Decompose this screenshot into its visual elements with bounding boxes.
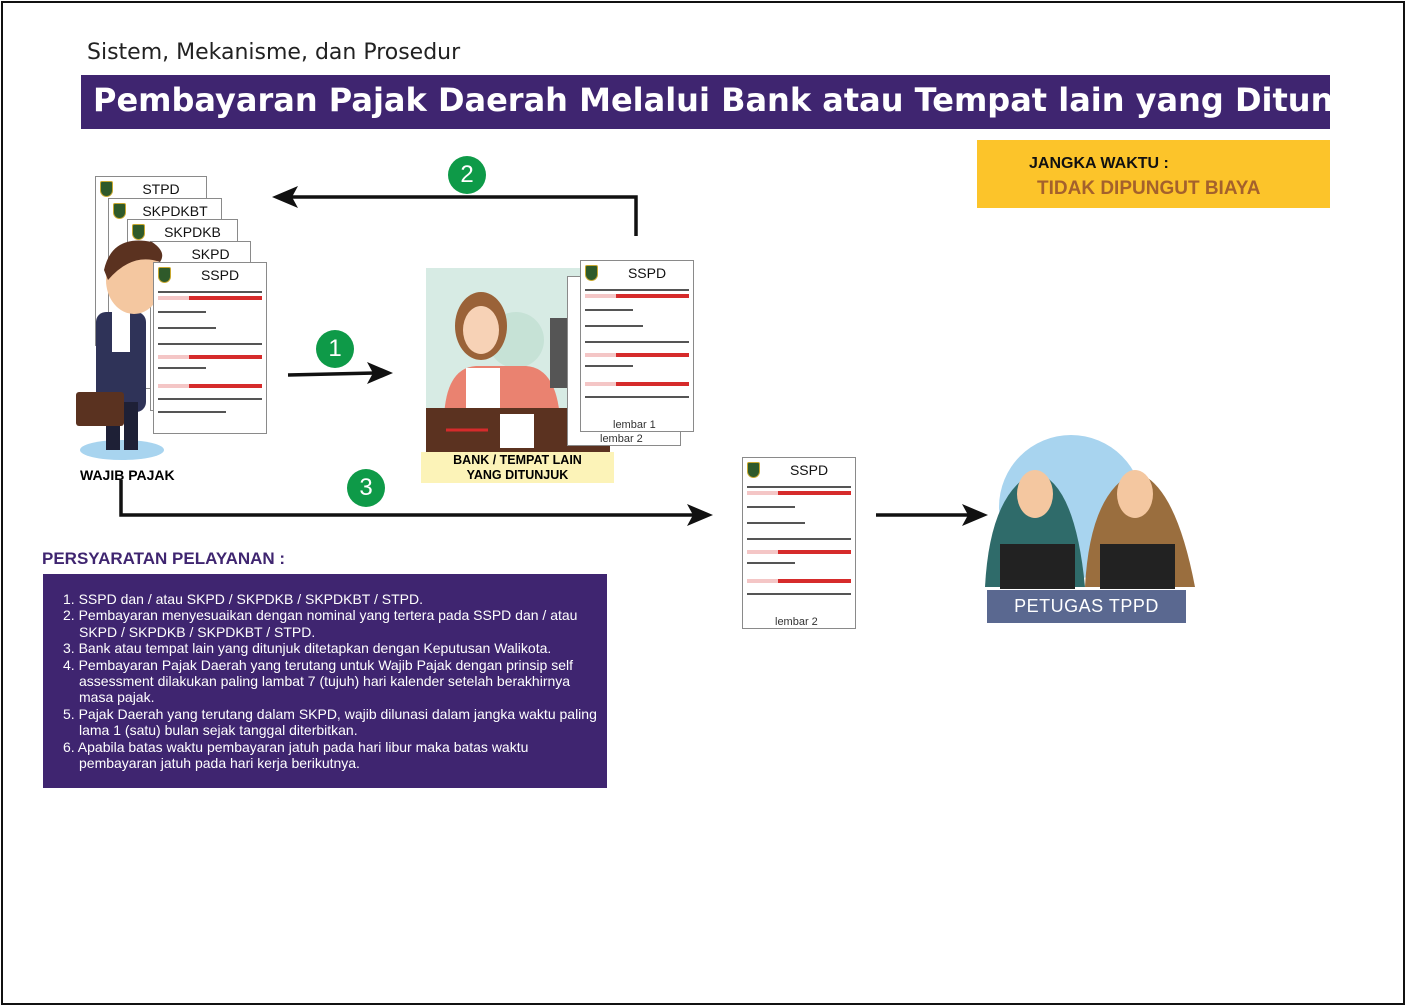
doc-title: SSPD bbox=[789, 462, 829, 478]
wajib-pajak-person-illustration bbox=[76, 240, 164, 460]
jangka-waktu-box: JANGKA WAKTU : TIDAK DIPUNGUT BIAYA bbox=[977, 140, 1330, 208]
doc-title: SSPD bbox=[627, 265, 667, 281]
lembar-2-label: lembar 2 bbox=[775, 616, 818, 628]
seal-icon bbox=[158, 267, 171, 283]
doc-title: SKPDKB bbox=[164, 224, 221, 240]
arrowhead-step-3 bbox=[687, 504, 713, 526]
seal-icon bbox=[747, 462, 760, 478]
seal-icon bbox=[132, 224, 145, 240]
seal-icon bbox=[100, 181, 113, 197]
requirement-item: 5. Pajak Daerah yang terutang dalam SKPD… bbox=[63, 705, 597, 739]
document-sspd-forwarded: SSPD lembar 2 bbox=[742, 457, 856, 629]
page-title: Pembayaran Pajak Daerah Melalui Bank ata… bbox=[81, 75, 1388, 129]
document-sspd: SSPD bbox=[153, 262, 267, 434]
requirement-item: 1. SSPD dan / atau SKPD / SKPDKB / SKPDK… bbox=[63, 591, 424, 607]
arrow-step-3 bbox=[119, 480, 695, 517]
petugas-illustration bbox=[985, 435, 1195, 589]
bank-label-line-2: YANG DITUNJUK bbox=[466, 467, 569, 482]
doc-title: SKPD bbox=[191, 246, 230, 262]
lembar-1-label: lembar 1 bbox=[613, 419, 656, 431]
requirement-item: 3. Bank atau tempat lain yang ditunjuk d… bbox=[63, 640, 552, 657]
document-sspd-lembar-1: SSPD lembar 1 bbox=[580, 260, 694, 432]
lembar-2-label: lembar 2 bbox=[600, 433, 643, 445]
arrowhead-step-2 bbox=[272, 186, 298, 208]
bank-teller-illustration bbox=[426, 268, 610, 452]
subtitle: Sistem, Mekanisme, dan Prosedur bbox=[87, 40, 461, 65]
arrow-step-1 bbox=[287, 371, 376, 377]
step-2-badge: 2 bbox=[448, 156, 486, 194]
requirement-item: 4. Pembayaran Pajak Daerah yang terutang… bbox=[63, 656, 574, 706]
seal-icon bbox=[585, 265, 598, 281]
petugas-label: PETUGAS TPPD bbox=[987, 590, 1186, 623]
doc-title: STPD bbox=[142, 181, 180, 197]
requirements-box: 1. SSPD dan / atau SKPD / SKPDKB / SKPDK… bbox=[43, 574, 607, 788]
doc-title: SKPDKBT bbox=[142, 203, 208, 219]
requirement-item: 6. Apabila batas waktu pembayaran jatuh … bbox=[63, 738, 529, 772]
arrow-step-2 bbox=[292, 195, 638, 236]
bank-label: BANK / TEMPAT LAIN YANG DITUNJUK bbox=[421, 452, 614, 483]
seal-icon bbox=[113, 203, 126, 219]
wajib-pajak-label: WAJIB PAJAK bbox=[80, 467, 175, 483]
arrowhead-to-petugas bbox=[962, 504, 988, 526]
step-1-badge: 1 bbox=[316, 330, 354, 368]
requirements-title: PERSYARATAN PELAYANAN : bbox=[42, 549, 286, 568]
bank-label-line-1: BANK / TEMPAT LAIN bbox=[453, 453, 582, 467]
requirement-item: 2. Pembayaran menyesuaikan dengan nomina… bbox=[63, 607, 578, 640]
jangka-waktu-value: TIDAK DIPUNGUT BIAYA bbox=[1037, 178, 1261, 199]
arrowhead-step-1 bbox=[367, 362, 393, 384]
jangka-waktu-label: JANGKA WAKTU : bbox=[1029, 155, 1169, 172]
step-3-badge: 3 bbox=[347, 469, 385, 507]
doc-title: SSPD bbox=[200, 267, 240, 283]
